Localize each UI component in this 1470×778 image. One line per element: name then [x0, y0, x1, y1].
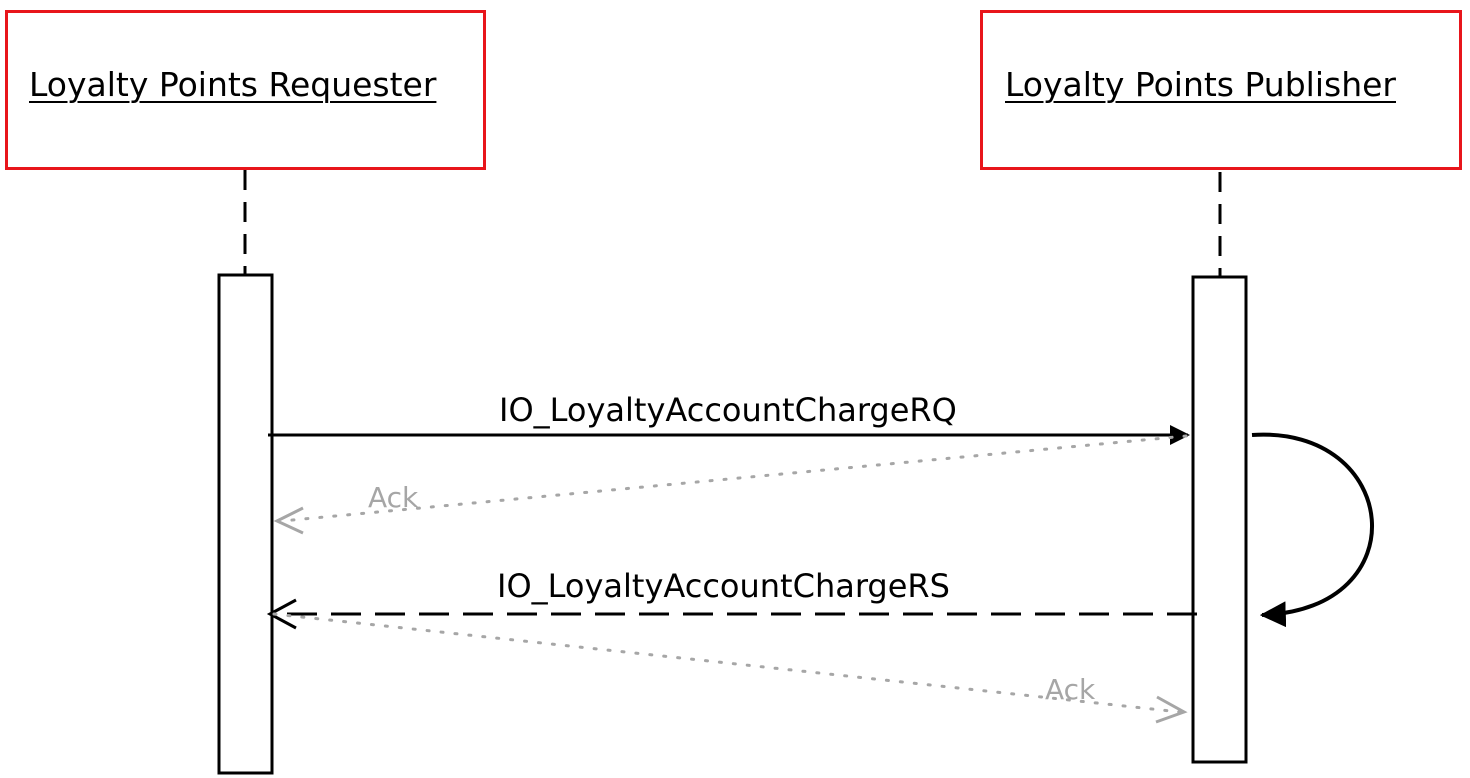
ack-to-requester-arrowhead — [273, 506, 304, 535]
response-arrowhead — [266, 598, 297, 630]
requester-participant-label: Loyalty Points Requester — [29, 65, 437, 104]
publisher-participant-box — [980, 10, 1462, 170]
requester-activation-bar — [217, 273, 274, 775]
requester-participant-box — [5, 10, 486, 170]
ack-to-publisher-label: Ack — [1045, 673, 1096, 706]
publisher-activation-bar — [1191, 275, 1248, 764]
ack-to-publisher-arrowhead — [1155, 695, 1188, 724]
ack-to-requester-label: Ack — [368, 481, 419, 514]
ack-to-requester-arrow — [280, 434, 1188, 523]
ack-to-publisher-arrow — [272, 612, 1182, 714]
response-message-label: IO_LoyaltyAccountChargeRS — [497, 567, 950, 605]
publisher-participant-label: Loyalty Points Publisher — [1005, 65, 1396, 104]
request-message-label: IO_LoyaltyAccountChargeRQ — [499, 391, 957, 429]
self-call-arrow — [1251, 432, 1375, 628]
